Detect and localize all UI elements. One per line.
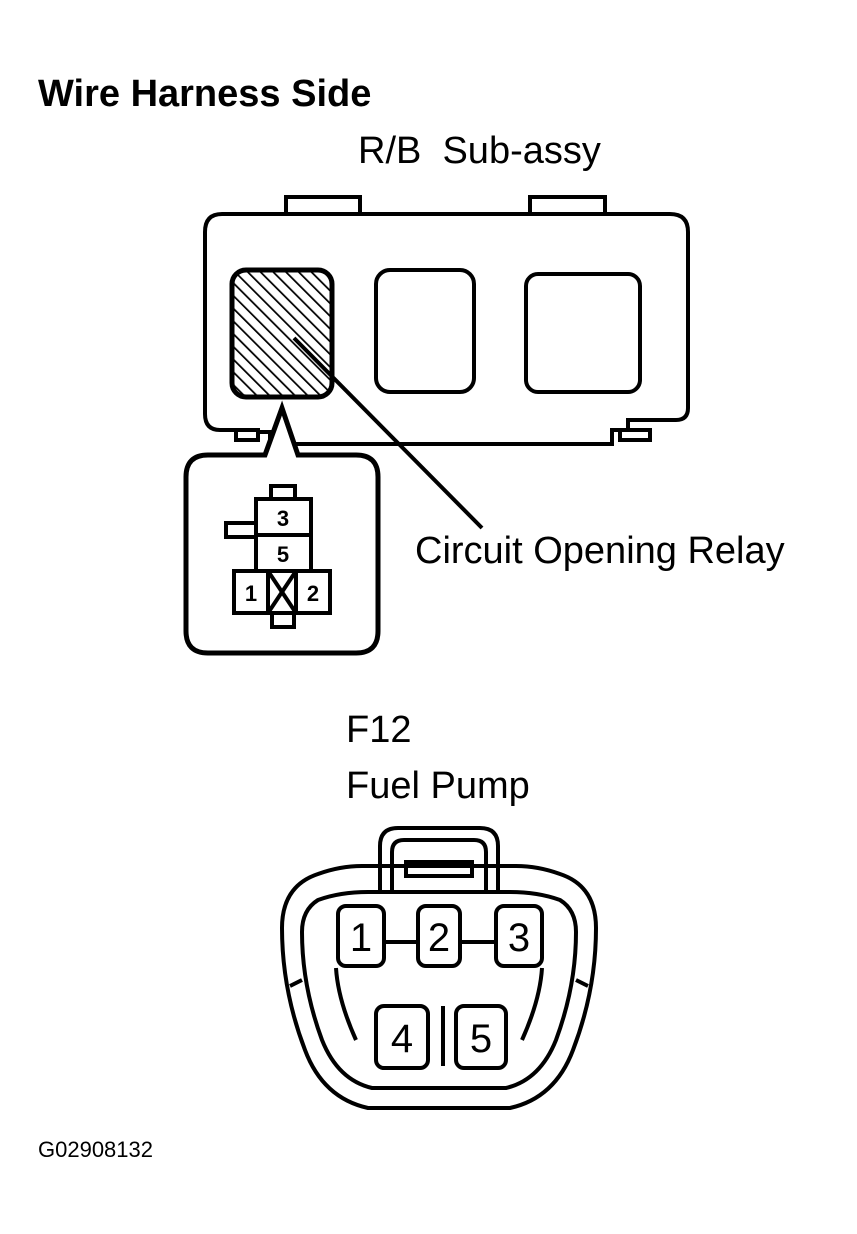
- cavity-1: [336, 904, 386, 968]
- connector-pin-4: 4: [391, 1017, 413, 1061]
- connector-code: F12: [346, 709, 411, 751]
- connector-cavities: [336, 904, 544, 1070]
- cavity-4: [374, 1004, 430, 1070]
- connector-pin-5: 5: [470, 1017, 492, 1061]
- connector-inner-shell: [299, 890, 579, 1090]
- relay-callout-label: Circuit Opening Relay: [415, 530, 785, 572]
- cavity-5: [454, 1004, 508, 1070]
- relay-pin-2: 2: [307, 581, 319, 606]
- relay-block-label: R/B Sub-assy: [358, 130, 601, 172]
- figure-id: G02908132: [38, 1137, 153, 1162]
- relay-block-top-tab-right: [528, 195, 607, 214]
- connector-pin-3: 3: [508, 916, 530, 960]
- connector-latch-inner: [390, 838, 488, 892]
- relay-block-top-tab-left: [284, 195, 362, 214]
- connector-name: Fuel Pump: [346, 765, 530, 807]
- connector-pin-2: 2: [428, 916, 450, 960]
- cavity-3: [494, 904, 544, 968]
- fuel-pump-connector: [279, 826, 599, 1110]
- relay-slot-2: [374, 268, 476, 394]
- relay-pin-1: 1: [245, 581, 257, 606]
- relay-callout-line: [292, 336, 484, 530]
- circuit-opening-relay-slot: [229, 267, 335, 400]
- relay-pin-3: 3: [277, 506, 289, 531]
- relay-connector: [224, 484, 332, 629]
- connector-pin-1: 1: [350, 916, 372, 960]
- cavity-2: [416, 904, 462, 968]
- connector-outer-shell: [279, 864, 599, 1110]
- relay-slot-3: [524, 272, 642, 394]
- relay-pin-5: 5: [277, 542, 289, 567]
- heading: Wire Harness Side: [38, 73, 371, 115]
- connector-latch-bar: [404, 860, 474, 878]
- connector-latch-outer: [378, 826, 500, 892]
- relay-block-bottom-tab-left: [234, 428, 260, 442]
- relay-block-bottom-tab-right: [618, 428, 652, 442]
